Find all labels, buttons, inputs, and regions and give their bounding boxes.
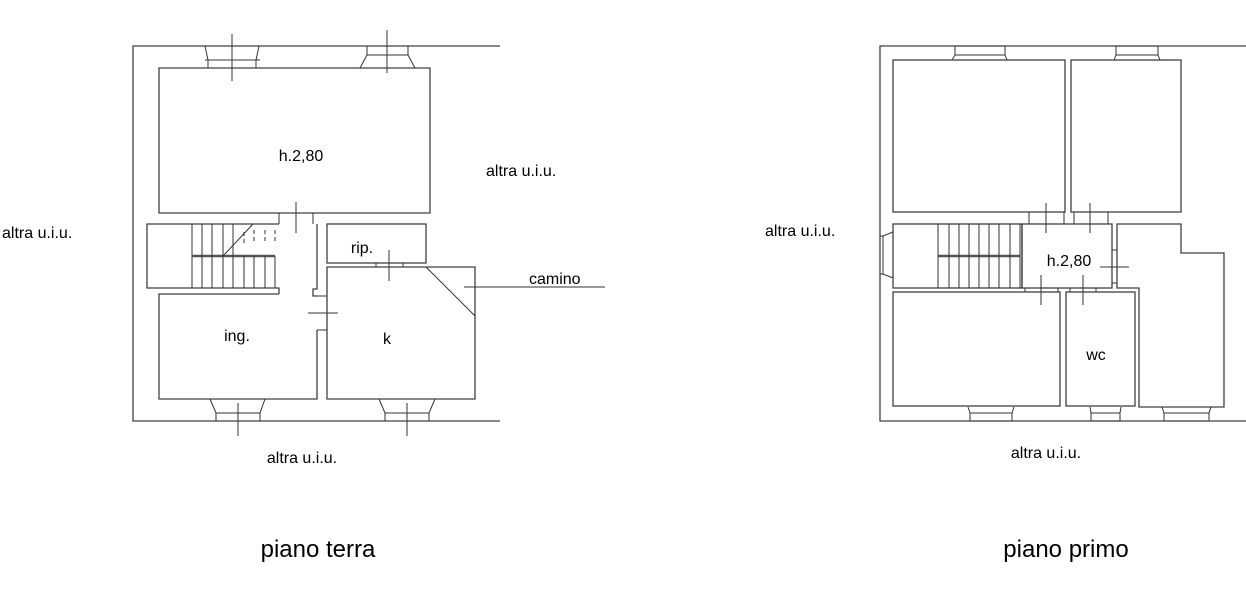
window-bottom-2 <box>378 398 436 436</box>
room-main-label: h.2,80 <box>279 148 324 165</box>
ground-floor-title: piano terra <box>261 536 376 563</box>
room-bottom-left <box>892 291 1061 407</box>
room-entrance-label: ing. <box>224 328 250 345</box>
window-top-2 <box>359 30 416 73</box>
room-entrance <box>158 293 318 400</box>
neighbor-right-label: altra u.i.u. <box>486 163 556 180</box>
room-storage-label: rip. <box>351 240 373 257</box>
room-right <box>1116 223 1225 408</box>
fireplace-label: camino <box>529 271 581 288</box>
window-bottom-2 <box>1089 406 1122 422</box>
hall-label: h.2,80 <box>1047 253 1092 270</box>
room-main <box>158 67 431 214</box>
outer-wall <box>132 45 500 422</box>
window-top-1 <box>204 34 260 81</box>
first-floor-plan: h.2,80 wc altra u.i.u. altra u.i.u. pian… <box>765 45 1246 563</box>
bathroom-label: wc <box>1085 347 1106 364</box>
window-top-2 <box>1113 45 1161 61</box>
room-bathroom <box>1065 291 1136 407</box>
staircase <box>146 223 280 294</box>
fireplace <box>425 266 476 317</box>
room-bedroom-1 <box>892 59 1066 213</box>
room-bedroom-2 <box>1070 59 1182 213</box>
room-kitchen-label: k <box>383 331 392 348</box>
hall <box>1021 223 1113 289</box>
window-bottom-1 <box>967 406 1015 422</box>
window-bottom-1 <box>209 398 266 436</box>
room-storage <box>326 223 427 264</box>
outer-wall <box>879 45 1246 422</box>
ground-floor-plan: h.2,80 ing. <box>2 30 605 563</box>
neighbor-left-label: altra u.i.u. <box>2 225 72 242</box>
staircase <box>880 223 1023 289</box>
neighbor-bottom-label: altra u.i.u. <box>1011 445 1081 462</box>
window-top-1 <box>951 45 1008 61</box>
window-bottom-3 <box>1161 406 1212 422</box>
neighbor-bottom-label: altra u.i.u. <box>267 450 337 467</box>
neighbor-left-label: altra u.i.u. <box>765 223 835 240</box>
room-kitchen <box>326 266 476 400</box>
first-floor-title: piano primo <box>1003 536 1128 563</box>
